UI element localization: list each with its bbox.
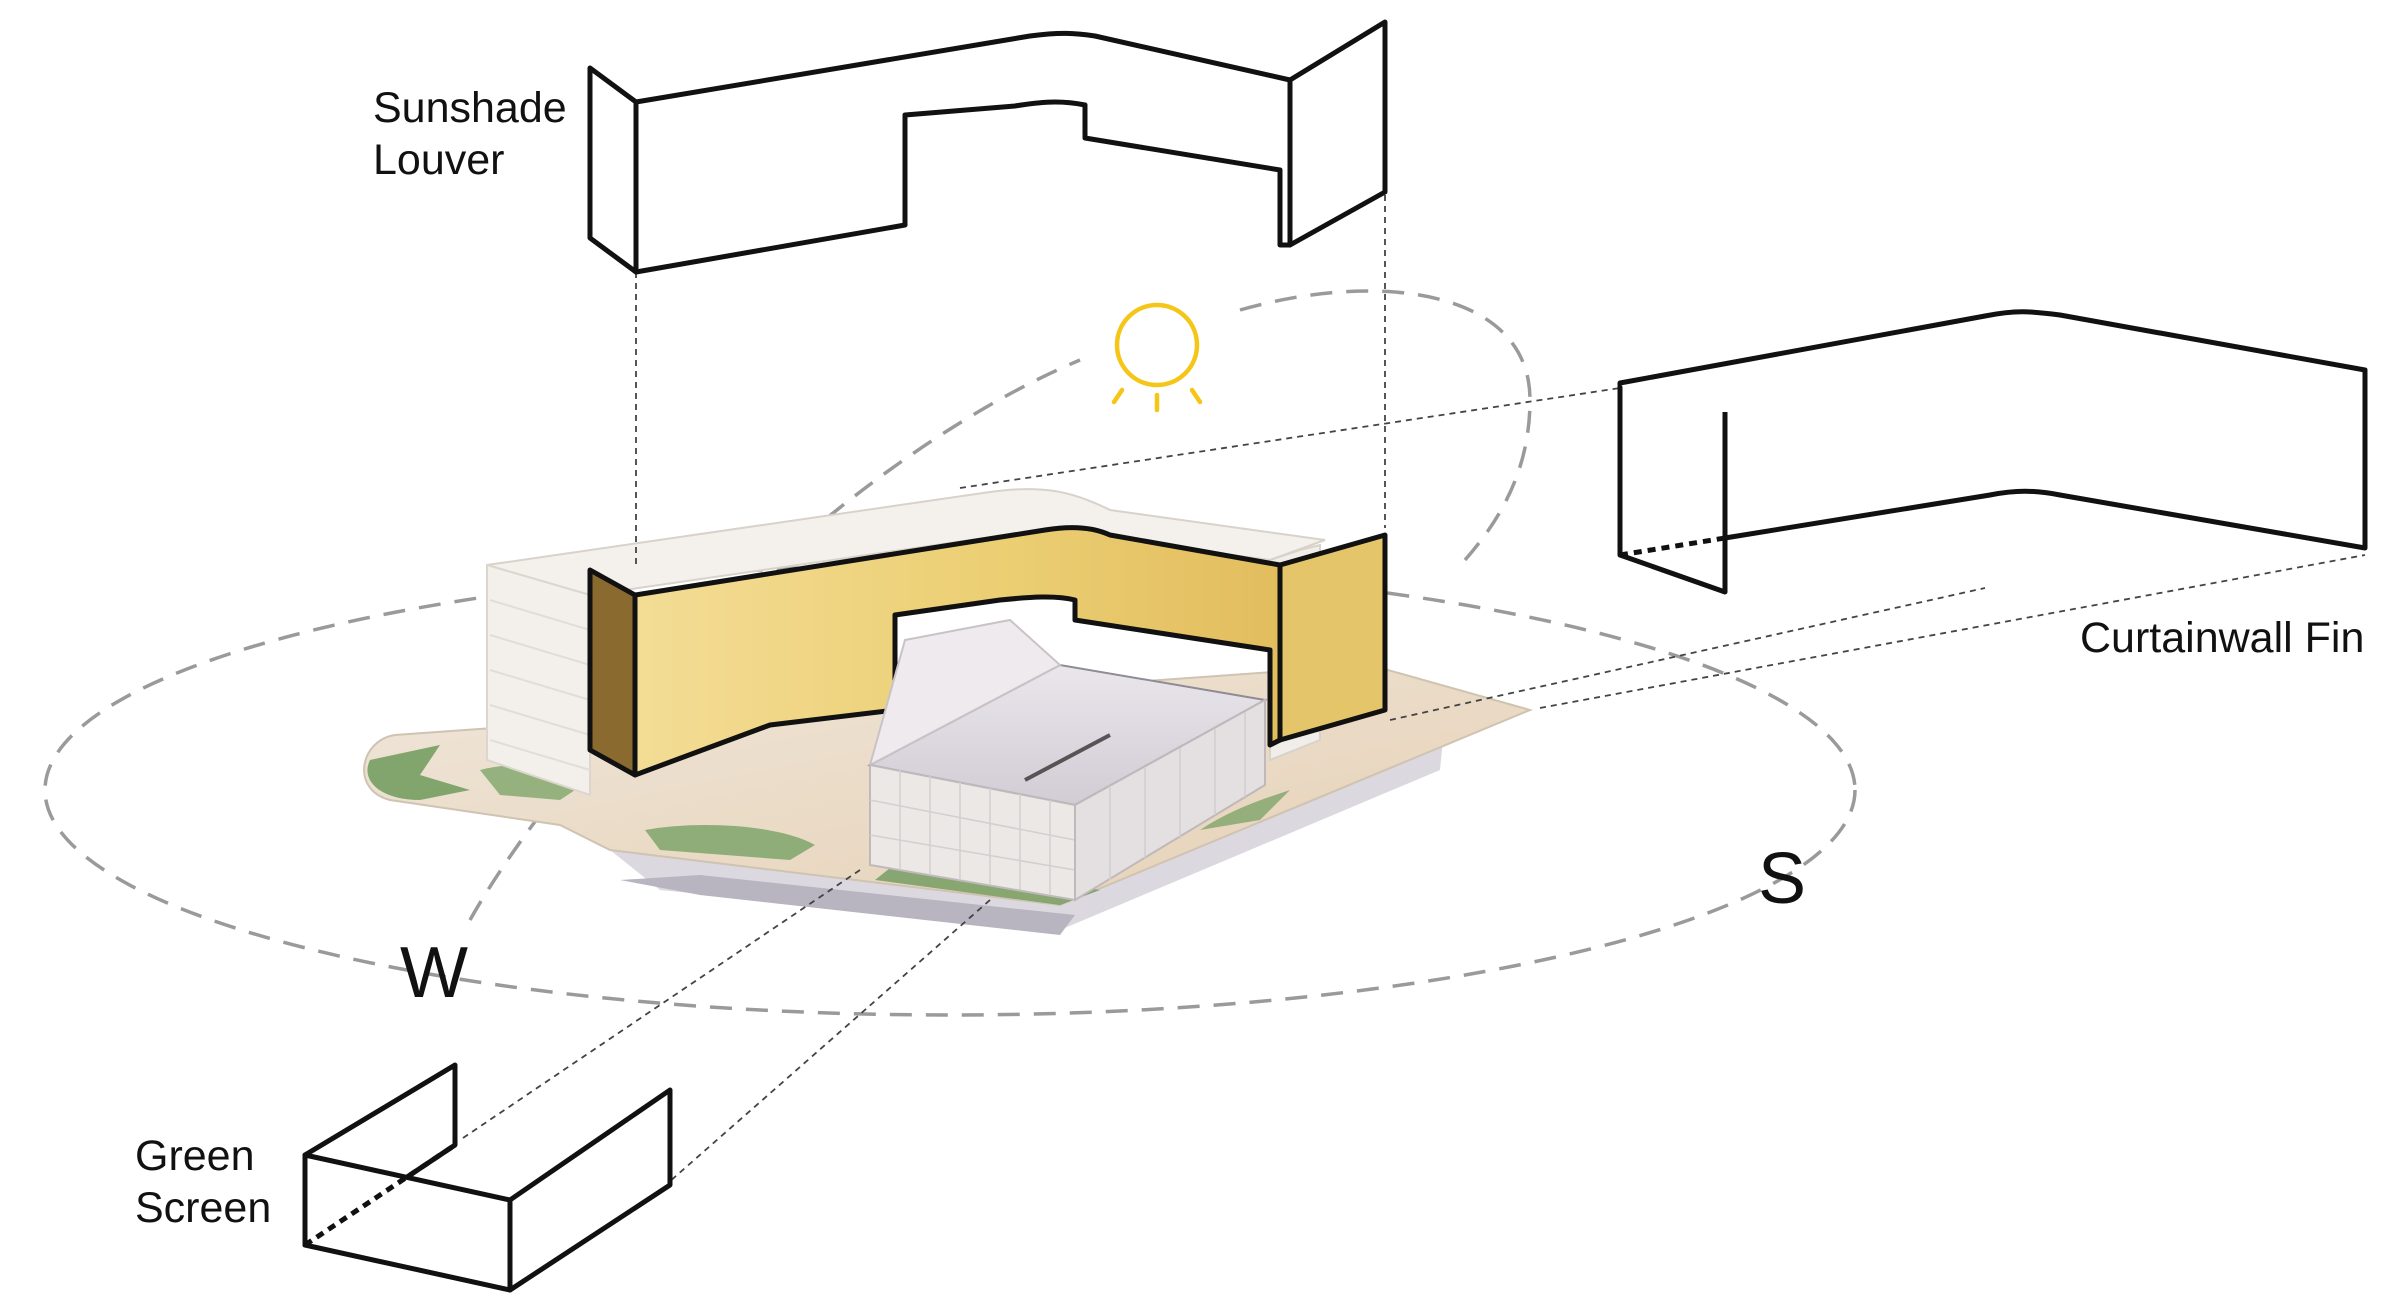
sun-icon — [1111, 302, 1203, 413]
sun-path-orbit-right — [1239, 289, 1532, 562]
tower-floor-lines — [489, 599, 591, 771]
south-direction-label: S — [1758, 839, 1807, 919]
green-label-line1: Green — [135, 1132, 255, 1180]
building-louver-front — [632, 525, 1283, 778]
planting-bed — [645, 825, 815, 860]
sunshade-louver-label: Sunshade Louver — [373, 82, 567, 187]
podium-shadow — [620, 875, 1075, 935]
lower-block-side-grid — [1109, 712, 1246, 880]
lower-block-front-grid — [869, 770, 1076, 895]
projection-lines — [459, 195, 2366, 1191]
sunshade-louver-element — [587, 19, 1388, 275]
lower-block-side — [1074, 698, 1266, 902]
lower-block-roof-top — [868, 618, 1062, 767]
green-label-line2: Screen — [135, 1184, 272, 1233]
tower-west-facade — [486, 563, 591, 797]
building-louver-side — [587, 567, 638, 778]
building-louver-east — [1277, 532, 1388, 743]
planting-bed — [1200, 790, 1290, 830]
sun-path-orbit — [468, 358, 1081, 921]
green-screen-label: Green Screen — [135, 1130, 271, 1235]
curtainwall-fin-label: Curtainwall Fin — [2080, 614, 2365, 662]
planting-bed — [367, 745, 470, 800]
sunshade-label-line2: Louver — [373, 136, 505, 185]
curtainwall-fin-element — [1617, 309, 2368, 595]
green-screen-element — [302, 1062, 673, 1293]
ground-orbit — [43, 563, 1857, 1017]
sunshade-label-line1: Sunshade — [373, 84, 567, 132]
roof-ridge — [1024, 733, 1111, 782]
west-direction-label: W — [400, 933, 468, 1013]
